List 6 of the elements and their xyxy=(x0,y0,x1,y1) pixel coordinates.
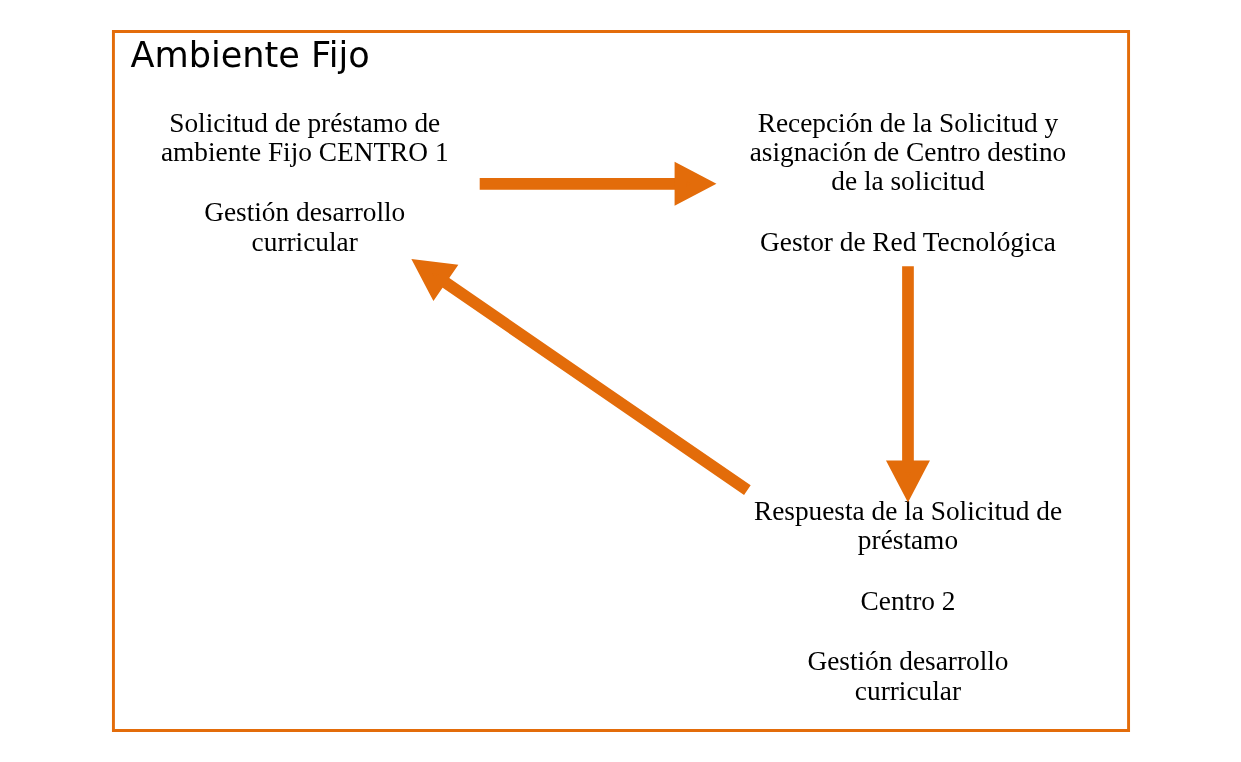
arrow xyxy=(410,259,751,495)
arrow xyxy=(885,266,930,503)
arrow xyxy=(479,161,716,206)
node-text: Solicitud de préstamo de ambiente Fijo CENTRO 1 Gestión desarrollo curricular xyxy=(160,107,449,257)
node-text: Recepción de la Solicitud y asignación de Centro destino de la solicitud Gestor de Red Tecnológica xyxy=(749,107,1066,257)
node-text: Respuesta de la Solicitud de préstamo Centro 2 Gestión desarrollo curricular xyxy=(753,496,1062,706)
